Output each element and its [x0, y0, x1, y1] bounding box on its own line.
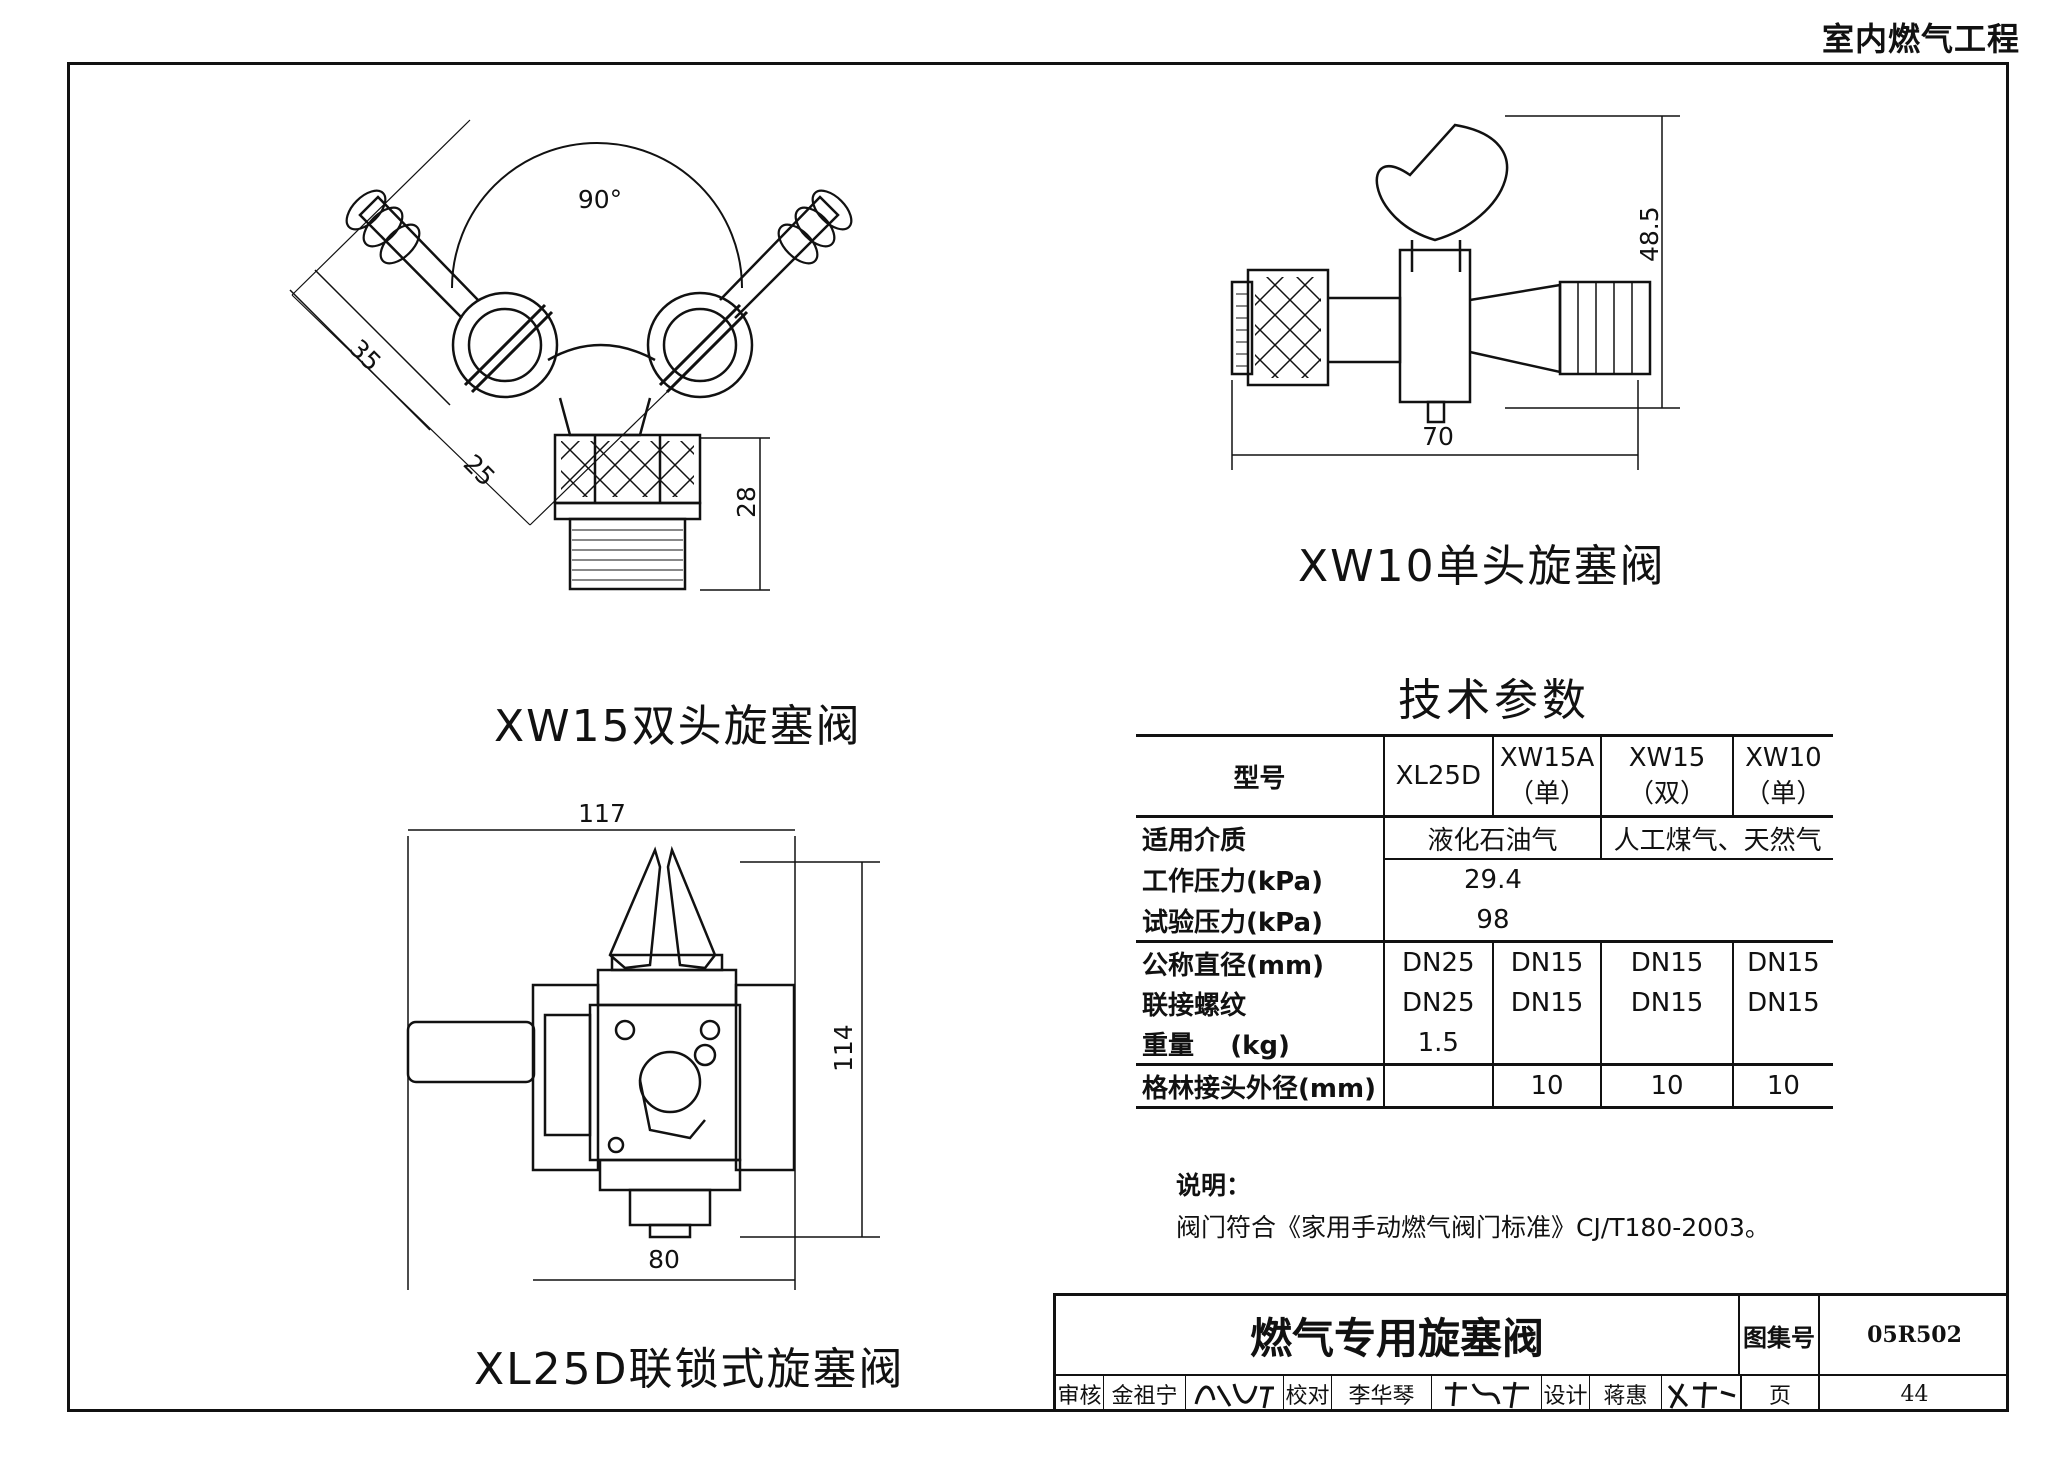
table-row: 重量 (kg) 1.5 [1136, 1023, 1833, 1065]
review-label: 审核 [1056, 1376, 1104, 1412]
xw10-dim-length: 70 [1422, 422, 1454, 451]
drawing-frame [67, 62, 2009, 1412]
notes-text: 阀门符合《家用手动燃气阀门标准》CJ/T180-2003。 [1176, 1213, 1770, 1242]
review-name: 金祖宁 [1104, 1376, 1186, 1412]
atlas-label: 图集号 [1740, 1296, 1820, 1376]
check-label: 校对 [1284, 1376, 1332, 1412]
xw15-dim-28: 28 [732, 486, 761, 518]
xw10-caption: XW10单头旋塞阀 [1298, 541, 1666, 592]
xl25d-dim-height: 114 [829, 1024, 858, 1072]
notes-title: 说明： [1176, 1171, 1252, 1200]
table-row: 工作压力(kPa) 29.4 [1136, 859, 1833, 900]
drawing-title: 燃气专用旋塞阀 [1056, 1296, 1740, 1376]
model-xw10: XW10（单） [1731, 734, 1833, 818]
params-header-row: 型号 XL25D XW15A（单） XW15（双） XW10（单） [1136, 734, 1833, 818]
xw10-valve-drawing [1230, 115, 1680, 470]
xl25d-dim-width-top: 117 [578, 799, 626, 828]
type-header: 型号 [1136, 734, 1384, 818]
xl25d-valve-drawing [406, 829, 880, 1290]
header-title: 室内燃气工程 [1821, 20, 2020, 58]
model-xw15: XW15（双） [1600, 734, 1733, 818]
design-label: 设计 [1542, 1376, 1590, 1412]
design-signature [1662, 1376, 1742, 1412]
xw10-dim-height: 48.5 [1635, 206, 1664, 262]
xw15-valve-drawing [289, 119, 853, 591]
page-number: 44 [1900, 1381, 1929, 1407]
check-name: 李华琴 [1332, 1376, 1432, 1412]
table-row: 试验压力(kPa) 98 [1136, 900, 1833, 942]
params-title: 技术参数 [1398, 675, 1590, 726]
design-name: 蒋惠 [1590, 1376, 1662, 1412]
model-xl25d: XL25D [1382, 734, 1493, 818]
table-row: 联接螺纹 DN25 DN15 DN15 DN15 [1136, 983, 1833, 1023]
params-table: 型号 XL25D XW15A（单） XW15（双） XW10（单） 适用介质 液… [1136, 734, 1833, 1109]
model-xw15a: XW15A（单） [1491, 734, 1602, 818]
atlas-number: 05R502 [1820, 1296, 2009, 1376]
xw15-dim-35: 35 [344, 334, 387, 377]
review-signature [1186, 1376, 1284, 1412]
table-row: 适用介质 液化石油气 人工煤气、天然气 [1136, 816, 1833, 860]
xw15-dim-25: 25 [458, 449, 501, 492]
xw15-dim-angle: 90° [578, 185, 622, 214]
page-label: 页 [1742, 1376, 1820, 1412]
table-row: 格林接头外径(mm) 10 10 10 [1136, 1063, 1833, 1109]
title-block: 燃气专用旋塞阀 图集号 05R502 审核 金祖宁 校对 李华琴 设计 蒋惠 页… [1053, 1293, 2009, 1412]
check-signature [1432, 1376, 1542, 1412]
xl25d-dim-width-bottom: 80 [648, 1245, 680, 1274]
xl25d-caption: XL25D联锁式旋塞阀 [474, 1344, 905, 1395]
xw15-caption: XW15双头旋塞阀 [494, 701, 862, 752]
table-row: 公称直径(mm) DN25 DN15 DN15 DN15 [1136, 940, 1833, 983]
